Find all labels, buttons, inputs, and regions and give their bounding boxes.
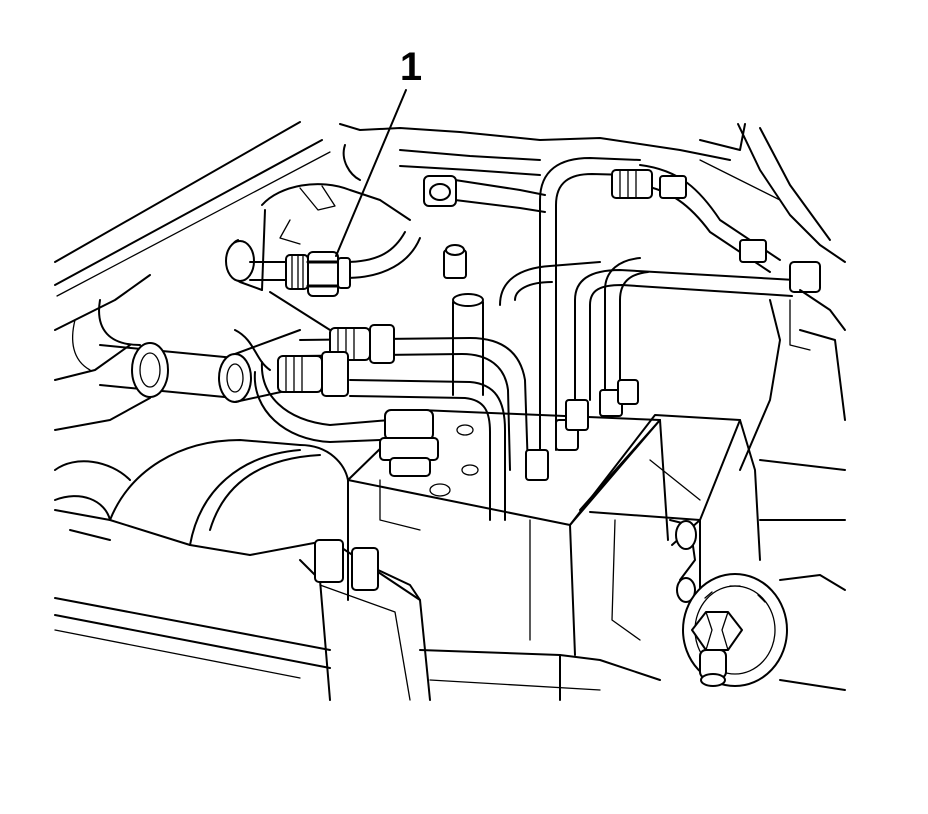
hood-edge-lines bbox=[54, 121, 331, 331]
firewall-outline bbox=[339, 123, 846, 263]
lower-panel-edges bbox=[54, 597, 661, 701]
callout-label: 1 bbox=[400, 45, 422, 89]
left-frame bbox=[54, 299, 151, 521]
tube-nut-fittings bbox=[277, 169, 821, 397]
callout-1: 1 bbox=[335, 45, 422, 257]
pump-motor bbox=[54, 439, 349, 556]
strut-tower bbox=[225, 183, 411, 331]
right-structure bbox=[699, 123, 846, 521]
callout-1-fitting bbox=[285, 251, 351, 297]
motor-mount bbox=[669, 519, 846, 691]
callout-leader-line bbox=[335, 89, 407, 257]
center-post bbox=[452, 293, 484, 396]
left-tube-assembly bbox=[99, 329, 301, 403]
block-tube-nuts bbox=[525, 379, 639, 481]
electrical-connector bbox=[249, 539, 431, 701]
hex-bolt bbox=[691, 611, 743, 687]
